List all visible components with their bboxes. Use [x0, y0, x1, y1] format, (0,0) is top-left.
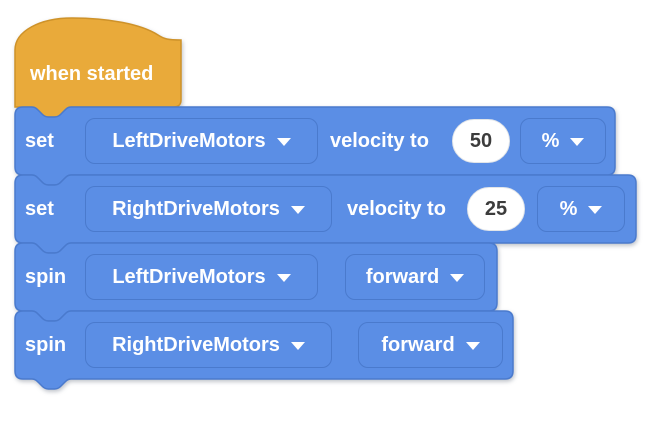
chevron-down-icon	[276, 274, 291, 282]
command-label: spin	[25, 265, 67, 288]
motor-dropdown-value: LeftDriveMotors	[112, 265, 266, 288]
velocity-value: 25	[484, 197, 508, 220]
property-label: velocity to	[330, 129, 429, 152]
direction-dropdown[interactable]: forward	[345, 254, 485, 300]
command-label: set	[25, 197, 54, 220]
motor-dropdown-value: RightDriveMotors	[112, 333, 280, 356]
direction-dropdown-value: forward	[365, 265, 440, 288]
property-label: velocity to	[347, 197, 446, 220]
block-shape	[14, 310, 514, 390]
block-set-velocity-right[interactable]: set RightDriveMotors velocity to 25 %	[14, 174, 637, 255]
command-label: spin	[25, 333, 67, 356]
hat-block-label: when started	[30, 62, 154, 85]
velocity-value-input[interactable]: 25	[467, 187, 525, 231]
motor-dropdown-value: RightDriveMotors	[112, 197, 280, 220]
motor-dropdown[interactable]: LeftDriveMotors	[85, 118, 318, 164]
chevron-down-icon	[570, 138, 585, 146]
unit-dropdown[interactable]: %	[520, 118, 606, 164]
motor-dropdown[interactable]: RightDriveMotors	[85, 322, 332, 368]
chevron-down-icon	[588, 206, 603, 214]
motor-dropdown[interactable]: LeftDriveMotors	[85, 254, 318, 300]
direction-dropdown[interactable]: forward	[358, 322, 503, 368]
hat-block-when-started[interactable]: when started	[14, 17, 182, 118]
block-spin-left[interactable]: spin LeftDriveMotors forward	[14, 242, 498, 323]
velocity-value-input[interactable]: 50	[452, 119, 510, 163]
unit-dropdown-value: %	[559, 197, 578, 220]
motor-dropdown[interactable]: RightDriveMotors	[85, 186, 332, 232]
chevron-down-icon	[465, 342, 480, 350]
direction-dropdown-value: forward	[381, 333, 455, 356]
chevron-down-icon	[290, 206, 305, 214]
unit-dropdown[interactable]: %	[537, 186, 625, 232]
unit-dropdown-value: %	[541, 129, 560, 152]
command-label: set	[25, 129, 54, 152]
block-spin-right[interactable]: spin RightDriveMotors forward	[14, 310, 514, 391]
chevron-down-icon	[276, 138, 291, 146]
chevron-down-icon	[450, 274, 465, 282]
chevron-down-icon	[290, 342, 305, 350]
motor-dropdown-value: LeftDriveMotors	[112, 129, 266, 152]
velocity-value: 50	[469, 129, 493, 152]
